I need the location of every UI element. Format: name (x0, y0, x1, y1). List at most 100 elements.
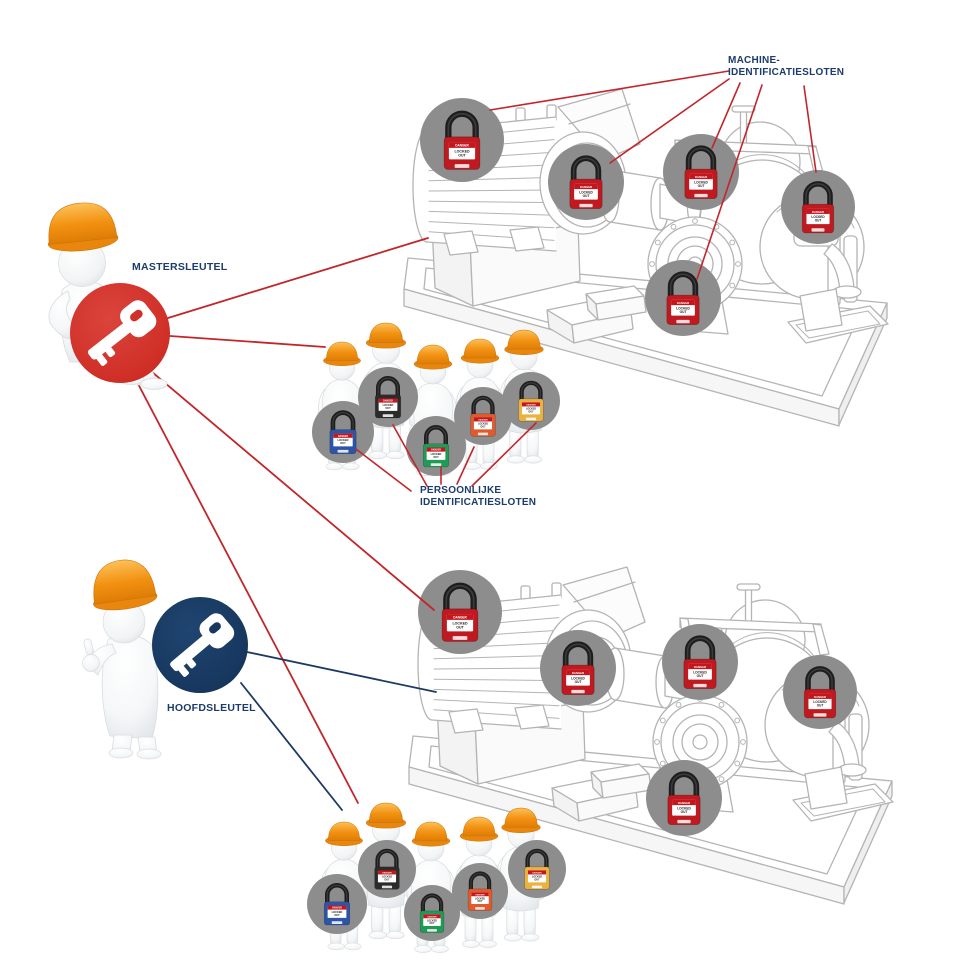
svg-text:LOCKED: LOCKED (693, 670, 707, 674)
svg-text:OUT: OUT (528, 410, 534, 413)
svg-text:LOCKED: LOCKED (677, 806, 691, 810)
svg-text:LOCKED: LOCKED (579, 190, 593, 194)
svg-text:LOCKED: LOCKED (571, 676, 585, 680)
svg-text:DANGER: DANGER (427, 915, 437, 918)
svg-text:LOCKED: LOCKED (427, 919, 437, 922)
svg-text:LOCKED: LOCKED (811, 215, 825, 219)
personal-locks-label-line2: IDENTIFICATIESLOTEN (420, 496, 537, 508)
connector-line-red (169, 335, 326, 348)
svg-text:OUT: OUT (698, 184, 705, 188)
svg-text:OUT: OUT (697, 674, 704, 678)
svg-text:DANGER: DANGER (572, 671, 584, 675)
svg-text:OUT: OUT (429, 922, 435, 925)
personal-locks-label: PERSOONLIJKE IDENTIFICATIESLOTEN (420, 485, 536, 508)
head-key-label: HOOFDSLEUTEL (167, 702, 256, 714)
connector-line-red (135, 379, 359, 804)
machine-label-pointer-line (711, 82, 741, 149)
svg-text:OUT: OUT (681, 810, 688, 814)
personal-label-pointer-line (471, 422, 537, 487)
svg-text:LOCKED: LOCKED (454, 149, 469, 153)
svg-text:OUT: OUT (334, 913, 340, 917)
svg-text:OUT: OUT (817, 704, 824, 708)
machine-locks-label: MACHINE- IDENTIFICATIESLOTEN (728, 55, 844, 78)
svg-text:OUT: OUT (340, 441, 346, 445)
svg-text:OUT: OUT (384, 878, 390, 881)
machine-locks-label-line2: IDENTIFICATIESLOTEN (728, 66, 845, 78)
svg-text:LOCKED: LOCKED (694, 180, 708, 184)
head-key-circle (152, 597, 248, 693)
key-icon (170, 613, 235, 677)
master-key-circle (70, 283, 170, 383)
svg-text:OUT: OUT (575, 680, 582, 684)
svg-text:DANGER: DANGER (382, 872, 392, 875)
svg-text:DANGER: DANGER (812, 210, 824, 214)
head-worker-figure (82, 559, 162, 760)
personal-label-pointer-line (392, 424, 428, 487)
personal-label-pointer-line (355, 448, 412, 492)
machine-label-pointer-line (803, 85, 817, 173)
svg-text:LOCKED: LOCKED (478, 423, 489, 426)
connector-line-navy (246, 651, 437, 693)
personal-label-pointer-line (456, 446, 475, 485)
svg-text:OUT: OUT (477, 900, 483, 903)
svg-text:LOCKED: LOCKED (383, 403, 394, 407)
svg-text:LOCKED: LOCKED (475, 897, 485, 900)
svg-text:DANGER: DANGER (677, 301, 689, 305)
connector-line-navy (240, 682, 343, 811)
svg-text:DANGER: DANGER (475, 893, 485, 896)
svg-text:LOCKED: LOCKED (431, 452, 442, 456)
svg-text:DANGER: DANGER (532, 872, 542, 875)
master-key-label: MASTERSLEUTEL (132, 261, 228, 273)
connector-line-red (151, 371, 435, 611)
svg-text:OUT: OUT (534, 878, 540, 881)
svg-text:DANGER: DANGER (580, 185, 592, 189)
svg-text:DANGER: DANGER (695, 175, 707, 179)
personal-locks-label-line1: PERSOONLIJKE (420, 485, 502, 496)
svg-text:OUT: OUT (583, 194, 590, 198)
svg-text:LOCKED: LOCKED (337, 438, 348, 442)
svg-text:DANGER: DANGER (478, 419, 488, 422)
svg-text:OUT: OUT (815, 219, 822, 223)
svg-text:LOCKED: LOCKED (813, 700, 827, 704)
key-icon (87, 300, 157, 366)
svg-text:OUT: OUT (458, 154, 466, 158)
svg-text:LOCKED: LOCKED (452, 621, 467, 625)
svg-text:LOCKED: LOCKED (526, 408, 537, 411)
svg-text:DANGER: DANGER (383, 400, 393, 403)
svg-text:DANGER: DANGER (694, 665, 706, 669)
svg-text:DANGER: DANGER (814, 695, 826, 699)
svg-text:DANGER: DANGER (332, 907, 342, 910)
svg-text:OUT: OUT (385, 406, 391, 410)
svg-text:DANGER: DANGER (678, 801, 690, 805)
svg-text:DANGER: DANGER (455, 144, 469, 148)
svg-text:OUT: OUT (456, 626, 464, 630)
svg-text:DANGER: DANGER (338, 435, 348, 438)
svg-text:LOCKED: LOCKED (382, 876, 393, 879)
svg-text:LOCKED: LOCKED (676, 306, 690, 310)
svg-text:OUT: OUT (433, 455, 439, 459)
svg-text:LOCKED: LOCKED (532, 876, 543, 879)
machine-label-pointer-line (696, 84, 763, 280)
machine-label-pointer-line (489, 70, 730, 111)
svg-text:DANGER: DANGER (453, 616, 467, 620)
svg-text:OUT: OUT (480, 425, 486, 428)
svg-text:LOCKED: LOCKED (332, 910, 343, 914)
